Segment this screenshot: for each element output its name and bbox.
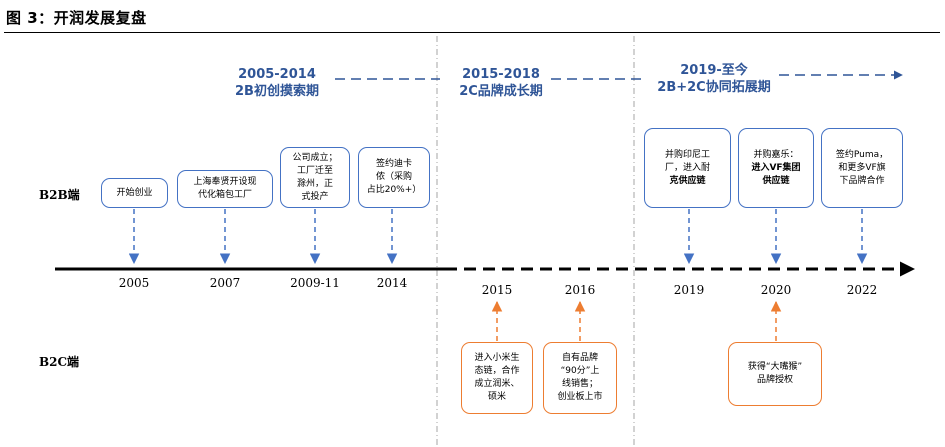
b2c-event-2016: 自有品牌 “90分”上 线销售； 创业板上市: [543, 342, 617, 414]
event-line: 克供应链: [669, 175, 706, 186]
phase-heading-1: 2005-2014 2B初创摸索期: [222, 66, 332, 100]
phase-years: 2005-2014: [238, 67, 316, 82]
event-line: 进入VF集团: [751, 162, 801, 173]
title-rule: [4, 32, 940, 33]
phase-name: 2B+2C协同拓展期: [657, 80, 771, 95]
b2b-event-2014: 签约迪卡 侬（采购 占比20%+）: [358, 147, 430, 208]
b2c-event-2015: 进入小米生 态链，合作 成立润米、 硕米: [461, 342, 533, 414]
b2b-event-2007: 上海奉贤开设现 代化箱包工厂: [177, 170, 273, 208]
event-line: 线销售；: [561, 379, 598, 389]
year-label: 2009-11: [290, 276, 340, 290]
event-line: 创业板上市: [557, 392, 603, 402]
phase-years: 2015-2018: [462, 67, 540, 82]
event-line: 自有品牌: [561, 353, 598, 363]
event-line: 滁州，正: [296, 178, 333, 189]
event-line: 并购印尼工: [664, 149, 710, 160]
b2c-event-2020: 获得“大嘴猴” 品牌授权: [728, 342, 822, 406]
event-line: 代化箱包工厂: [197, 190, 252, 200]
year-label: 2016: [564, 283, 596, 297]
phase-name: 2B初创摸索期: [235, 84, 319, 99]
event-line: 进入小米生: [474, 353, 520, 363]
event-line: 供应链: [762, 175, 790, 186]
event-line: 成立润米、: [474, 379, 520, 389]
year-label: 2014: [376, 276, 408, 290]
event-line: 公司成立；: [292, 152, 338, 163]
year-label: 2020: [760, 283, 792, 297]
event-line: 开始创业: [116, 187, 153, 198]
event-line: 态链，合作: [474, 366, 520, 376]
year-label: 2007: [209, 276, 241, 290]
event-line: 式投产: [301, 191, 329, 202]
event-line: 品牌授权: [756, 375, 793, 385]
figure-title: 图 3：开润发展复盘: [6, 9, 147, 27]
event-line: “90分”上: [560, 366, 600, 376]
event-line: 上海奉贤开设现: [193, 177, 257, 187]
event-line: 侬（采购: [375, 172, 412, 182]
b2b-event-2020: 并购嘉乐： 进入VF集团 供应链: [738, 128, 814, 208]
event-line: 并购嘉乐：: [753, 149, 799, 160]
year-label: 2022: [846, 283, 878, 297]
b2b-event-2022: 签约Puma， 和更多VF旗 下品牌合作: [821, 128, 903, 208]
b2b-event-2005: 开始创业: [101, 178, 168, 208]
b2b-event-2019: 并购印尼工 厂，进入耐 克供应链: [644, 128, 731, 208]
b2b-event-2009-11: 公司成立； 工厂迁至 滁州，正 式投产: [280, 147, 350, 208]
event-line: 硕米: [487, 392, 506, 402]
row-label-b2b: B2B端: [39, 188, 80, 202]
event-line: 签约Puma，: [835, 149, 889, 160]
row-label-b2c: B2C端: [39, 355, 80, 369]
event-line: 占比20%+）: [366, 185, 422, 195]
event-line: 签约迪卡: [375, 159, 412, 169]
year-label: 2005: [118, 276, 150, 290]
event-line: 和更多VF旗: [838, 162, 886, 173]
phase-years: 2019-至今: [680, 63, 748, 78]
event-line: 工厂迁至: [296, 165, 333, 176]
event-line: 获得“大嘴猴”: [747, 362, 803, 372]
phase-heading-2: 2015-2018 2C品牌成长期: [446, 66, 556, 100]
year-label: 2015: [481, 283, 513, 297]
event-line: 下品牌合作: [839, 175, 885, 186]
year-label: 2019: [673, 283, 705, 297]
event-line: 厂，进入耐: [664, 162, 710, 173]
phase-heading-3: 2019-至今 2B+2C协同拓展期: [648, 62, 780, 96]
phase-name: 2C品牌成长期: [459, 84, 543, 99]
